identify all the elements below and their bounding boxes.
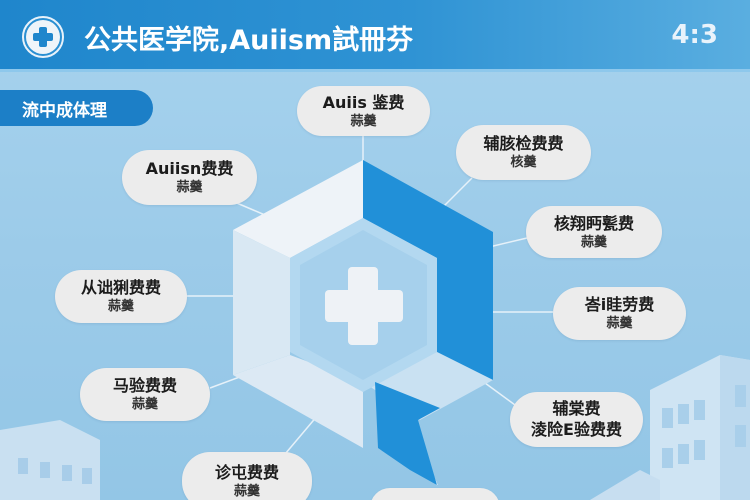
bubble-title: 从诎猁费费 <box>80 278 161 297</box>
bubble-subtitle: 蒜羹 <box>606 316 633 331</box>
bubble-right-mid1[interactable]: 核翔眄甏费 蒜羹 <box>526 206 662 258</box>
medical-cross-icon <box>33 27 53 47</box>
bubble-subtitle: 淩险E验费费 <box>531 420 622 439</box>
bubble-right-mid2[interactable]: 峇i眭劳费 蒜羹 <box>553 287 686 340</box>
bubble-title: Auiisn费费 <box>145 159 234 178</box>
bubble-subtitle: 蒜羹 <box>107 299 134 314</box>
bubble-bottom-center[interactable] <box>370 488 500 500</box>
bubble-bottom-left[interactable]: 诊屯费费 蒜羹 <box>182 452 312 500</box>
bubble-right-bottom[interactable]: 辅棠费 淩险E验费费 <box>510 392 643 447</box>
header-bar: 公共医学院,Auiism試冊芬 4:3 <box>0 0 750 72</box>
aspect-ratio-label: 4:3 <box>671 20 718 50</box>
bubble-title: 马验费费 <box>112 376 177 395</box>
bubble-top[interactable]: Auiis 鉴费 蒜羹 <box>297 86 430 136</box>
bubble-subtitle: 蒜羹 <box>580 234 607 250</box>
bubble-left-mid[interactable]: 从诎猁费费 蒜羹 <box>55 270 187 323</box>
bubble-title: 辅胲检费费 <box>483 134 564 153</box>
building-left-icon <box>0 420 100 500</box>
section-tag: 流中成体理 <box>0 90 153 126</box>
bubble-subtitle: 蒜羹 <box>233 483 260 499</box>
page-title: 公共医学院,Auiism試冊芬 <box>84 25 414 56</box>
section-tag-label: 流中成体理 <box>22 100 107 121</box>
bubble-subtitle: 蒜羹 <box>131 397 158 412</box>
center-medical-cross-icon <box>325 267 403 345</box>
bubble-left-top[interactable]: Auiisn费费 蒜羹 <box>122 150 257 205</box>
medical-logo-icon <box>22 16 64 58</box>
bubble-title: Auiis 鉴费 <box>322 92 405 112</box>
bubble-title: 诊屯费费 <box>214 462 279 482</box>
bubble-title: 辅棠费 <box>552 399 601 418</box>
bubble-right-top[interactable]: 辅胲检费费 核羹 <box>456 125 591 180</box>
bubble-left-bottom[interactable]: 马验费费 蒜羹 <box>80 368 210 421</box>
bubble-subtitle: 蒜羹 <box>176 180 203 195</box>
bubble-title: 峇i眭劳费 <box>584 295 655 314</box>
bubble-subtitle: 核羹 <box>510 155 537 170</box>
bubble-subtitle: 蒜羹 <box>350 113 377 129</box>
bubble-title: 核翔眄甏费 <box>553 213 634 233</box>
building-right-icon <box>590 355 750 500</box>
